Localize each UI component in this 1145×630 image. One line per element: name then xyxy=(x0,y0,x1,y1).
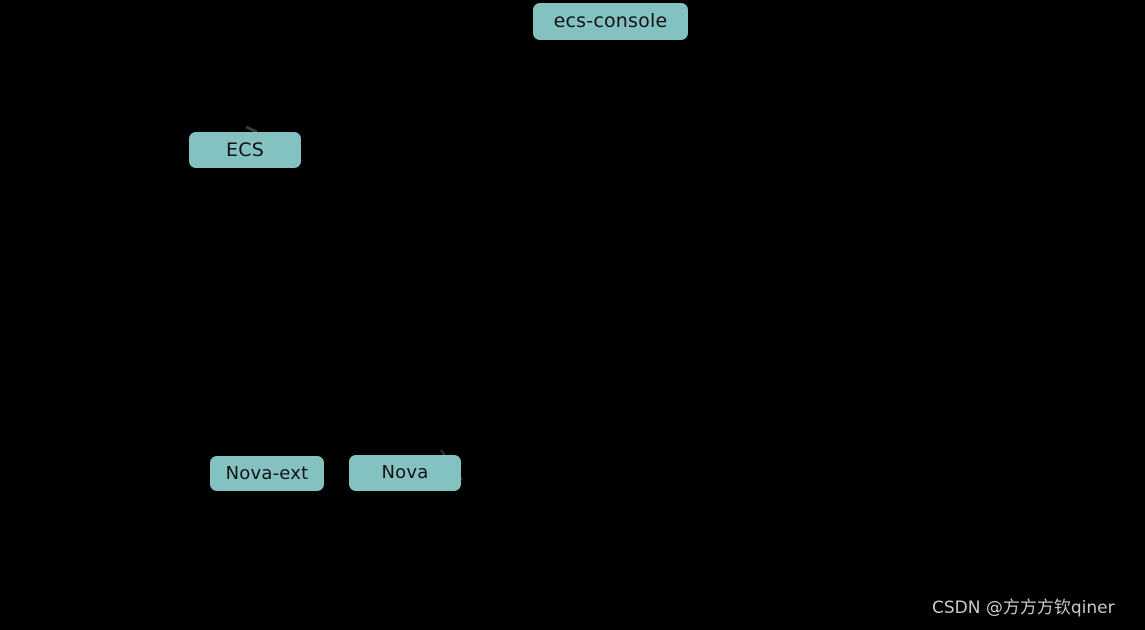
node-label: ecs-console xyxy=(553,10,668,32)
node-label: Nova xyxy=(381,462,429,483)
node-nova[interactable]: Nova xyxy=(349,455,461,491)
node-ecs-console[interactable]: ecs-console xyxy=(533,3,688,40)
node-label: ECS xyxy=(226,138,264,161)
node-ecs[interactable]: ECS xyxy=(189,132,301,168)
node-nova-ext[interactable]: Nova-ext xyxy=(210,456,324,491)
node-label: Nova-ext xyxy=(225,462,309,484)
watermark-csdn: CSDN @方方方钦qiner xyxy=(932,598,1115,618)
